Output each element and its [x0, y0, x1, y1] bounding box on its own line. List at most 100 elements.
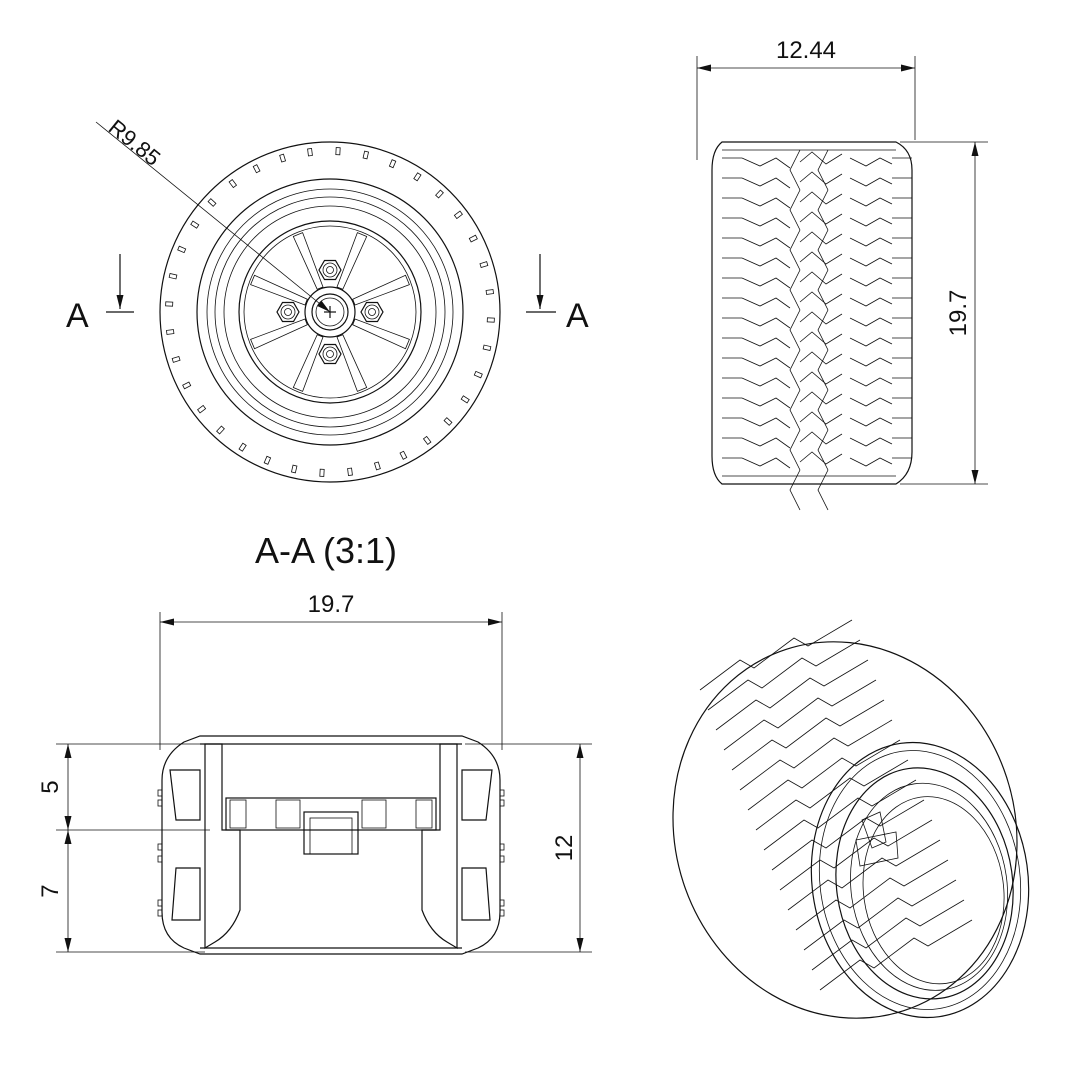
- iso-tread-lug: [747, 739, 901, 811]
- iso-rim-outer: [835, 767, 1014, 1000]
- wheel-face-circle: [238, 220, 422, 404]
- hub-outer-circle: [304, 286, 356, 338]
- tread-center-groove: [817, 149, 829, 191]
- front-view: R9.85 A A: [66, 114, 589, 483]
- left-tread-block-lower: [171, 867, 201, 921]
- spoke: [336, 334, 368, 392]
- tread-tick: [177, 245, 187, 254]
- left-tread-block-upper: [169, 769, 201, 821]
- hub-inner-circle: [315, 297, 345, 327]
- tread-center-groove: [789, 389, 801, 431]
- spoke: [292, 232, 324, 290]
- iso-tread-lug: [707, 639, 861, 711]
- rim-lip-circle: [214, 196, 446, 428]
- tread-lug: [741, 371, 893, 389]
- iso-sidewall-outer: [810, 741, 1030, 1019]
- tread-lug: [741, 151, 893, 169]
- radius-label: R9.85: [104, 114, 165, 170]
- tread-tick: [263, 455, 272, 465]
- tread-tick: [190, 220, 200, 229]
- iso-sidewall-inner: [818, 750, 1022, 1010]
- tread-center-groove: [817, 309, 829, 351]
- section-tick: [157, 899, 163, 907]
- radius-leader: [95, 121, 331, 313]
- section-tick: [157, 855, 163, 863]
- spoke: [352, 274, 410, 306]
- tread-center-groove: [789, 429, 801, 471]
- side-view: 12.44 19.7: [696, 37, 988, 511]
- iso-tread-lug: [819, 919, 973, 991]
- right-wall-section: [421, 743, 458, 950]
- tread-ticks: [165, 147, 495, 477]
- tread-tick: [460, 395, 470, 404]
- hub-boss-left: [275, 799, 301, 829]
- section-tick: [499, 855, 505, 863]
- tread-tick: [197, 404, 207, 414]
- tire-side-outline: [711, 141, 913, 485]
- iso-tread-lug: [755, 759, 909, 831]
- section-width-label: 19.7: [308, 591, 355, 618]
- tread-center-groove: [817, 189, 829, 231]
- section-tick: [499, 909, 505, 917]
- section-tick: [157, 789, 163, 797]
- tread-tick: [468, 234, 478, 243]
- hub-web-right-cut: [415, 799, 433, 829]
- lug-nut-bottom: [318, 343, 342, 365]
- section-marker-right: A: [566, 297, 589, 335]
- iso-rim-inner: [850, 782, 1009, 991]
- lug-nuts: [276, 259, 384, 365]
- tread-tick: [473, 370, 483, 379]
- tread-tick: [238, 442, 247, 452]
- tread-tick: [319, 468, 325, 477]
- tread-tick: [486, 317, 495, 323]
- tread-tick: [347, 467, 353, 476]
- upper-height-label: 5: [37, 780, 64, 793]
- tread-tick: [182, 381, 192, 390]
- hub-circle: [311, 293, 349, 331]
- tread-tick: [362, 150, 370, 160]
- tread-lug: [741, 451, 893, 469]
- tread-lug: [741, 291, 893, 309]
- tread-center-groove: [789, 309, 801, 351]
- tread-tick: [216, 425, 225, 435]
- tread-center-groove: [789, 349, 801, 391]
- iso-tread-lug: [739, 719, 893, 791]
- tread-tick: [413, 172, 422, 182]
- tread-center-groove: [817, 229, 829, 271]
- total-height-label: 12: [551, 835, 578, 862]
- tread-tick: [228, 179, 238, 189]
- side-tread-pattern: [722, 149, 912, 511]
- width-label: 12.44: [776, 37, 836, 64]
- tread-tick: [279, 153, 287, 163]
- tire-outer-circle: [159, 141, 501, 483]
- section-title: A-A (3:1): [255, 530, 397, 571]
- section-view: A-A (3:1) 19.7 5 7 12: [37, 530, 592, 955]
- tread-lug: [741, 391, 893, 409]
- iso-tread-lug: [731, 699, 885, 771]
- spoke: [250, 318, 308, 350]
- wheel-face-inner-circle: [243, 225, 417, 399]
- hub-web: [225, 797, 437, 831]
- iso-tread-lug: [763, 779, 917, 851]
- section-tick: [499, 799, 505, 807]
- tread-center-groove: [789, 469, 801, 511]
- isometric-view: [672, 619, 1030, 1019]
- lug-nut-right: [360, 301, 384, 323]
- tread-lug: [741, 191, 893, 209]
- iso-tread-lug: [795, 859, 949, 931]
- tread-lug: [741, 171, 893, 189]
- tread-tick: [165, 301, 174, 307]
- tread-center-groove: [789, 229, 801, 271]
- tread-lug: [741, 351, 893, 369]
- axle-hub-cut: [309, 817, 353, 855]
- tread-center-groove: [817, 269, 829, 311]
- iso-tread-lug: [779, 819, 933, 891]
- hub-boss-right: [361, 799, 387, 829]
- iso-tread-lug: [811, 899, 965, 971]
- tread-tick: [207, 198, 217, 207]
- section-tick: [157, 909, 163, 917]
- spoke: [250, 274, 308, 306]
- wheel-spokes: [250, 232, 410, 392]
